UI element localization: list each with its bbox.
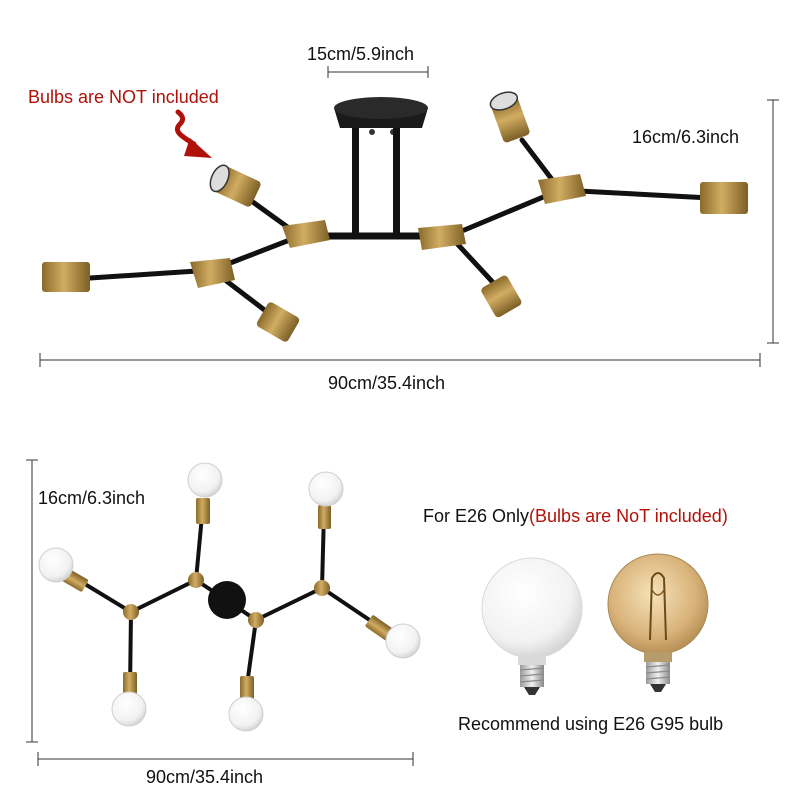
- red-squiggle-arrow-icon: [174, 109, 212, 158]
- vintage-amber-g95-bulb: [607, 553, 709, 692]
- bottom-height-dimension-label: 16cm/6.3inch: [38, 488, 146, 508]
- top-span-dimension-label: 90cm/35.4inch: [328, 373, 446, 393]
- bulb-recommendation-label: Recommend using E26 G95 bulb: [458, 714, 724, 734]
- bulbs-not-included-note: (Bulbs are NoT included): [529, 506, 728, 526]
- bulb-compatibility-heading: For E26 Only(Bulbs are NoT included): [423, 506, 728, 527]
- dimension-bottom-height: [26, 459, 38, 743]
- dimension-top-width: [327, 66, 429, 78]
- bottom-span-dimension-label: 90cm/35.4inch: [146, 767, 264, 787]
- top-height-dimension-label: 16cm/6.3inch: [632, 127, 740, 147]
- dimension-bottom-span: [37, 752, 414, 766]
- bulbs-not-included-notice: Bulbs are NOT included: [28, 87, 219, 107]
- dimension-top-span: [39, 353, 761, 367]
- dimension-top-height: [767, 99, 779, 344]
- chandelier-bottom-view: [38, 462, 421, 732]
- top-width-dimension-label: 15cm/5.9inch: [307, 44, 415, 64]
- white-g95-bulb: [481, 557, 583, 695]
- chandelier-side-view: [42, 91, 748, 342]
- e26-only-label: For E26 Only: [423, 506, 530, 526]
